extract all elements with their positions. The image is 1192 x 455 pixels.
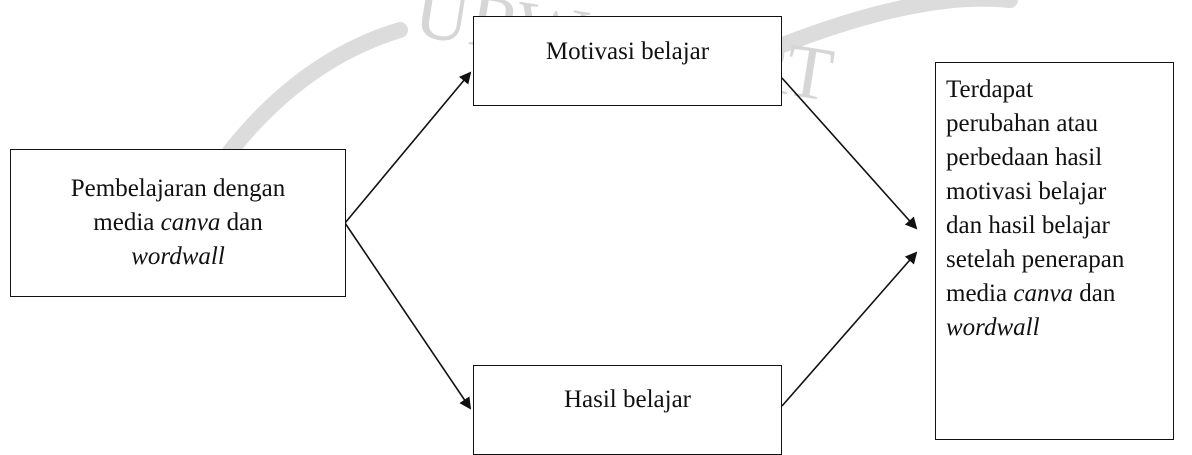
node-media-canva-wordwall: Pembelajaran dengan media canva dan word…	[10, 149, 346, 297]
node-right-line-8: wordwall	[946, 311, 1173, 345]
node-hasil-belajar: Hasil belajar	[473, 365, 782, 455]
arrow-top-to-right	[781, 77, 918, 230]
node-right-line-1: Terdapat	[946, 76, 1034, 103]
node-bottom-label: Hasil belajar	[563, 386, 692, 413]
node-motivasi-belajar: Motivasi belajar	[473, 16, 782, 106]
node-right-text: Terdapat perubahan atau perbedaan hasil …	[946, 73, 1173, 345]
node-right-line-7-pre: media	[946, 280, 1014, 307]
node-left-wordwall: wordwall	[131, 243, 225, 270]
node-left-line-2-pre: media	[93, 209, 161, 236]
node-top-label: Motivasi belajar	[545, 38, 710, 65]
node-left-text: Pembelajaran dengan media canva dan word…	[71, 172, 286, 274]
node-right-canva: canva	[1013, 280, 1074, 307]
node-right-line-6: setelah penerapan	[946, 246, 1125, 273]
node-left-line-1: Pembelajaran dengan	[70, 175, 286, 202]
node-left-line-3: wordwall	[71, 240, 286, 274]
arrow-bottom-to-right	[781, 251, 918, 407]
node-right-line-3: perbedaan hasil	[946, 144, 1103, 171]
node-right-wordwall: wordwall	[946, 314, 1040, 341]
node-left-canva: canva	[160, 209, 221, 236]
node-right-line-5: dan hasil belajar	[946, 212, 1110, 239]
arrow-left-to-bottom	[344, 222, 472, 410]
node-left-line-2: media canva dan	[71, 206, 286, 240]
node-right-line-7: media canva dan	[946, 277, 1173, 311]
node-left-line-2-post: dan	[220, 209, 263, 236]
node-right-line-2: perubahan atau	[946, 110, 1099, 137]
node-right-line-7-post: dan	[1073, 280, 1116, 307]
node-right-line-4: motivasi belajar	[946, 178, 1107, 205]
arrow-left-to-top	[344, 71, 472, 224]
node-outcome: Terdapat perubahan atau perbedaan hasil …	[935, 62, 1174, 440]
